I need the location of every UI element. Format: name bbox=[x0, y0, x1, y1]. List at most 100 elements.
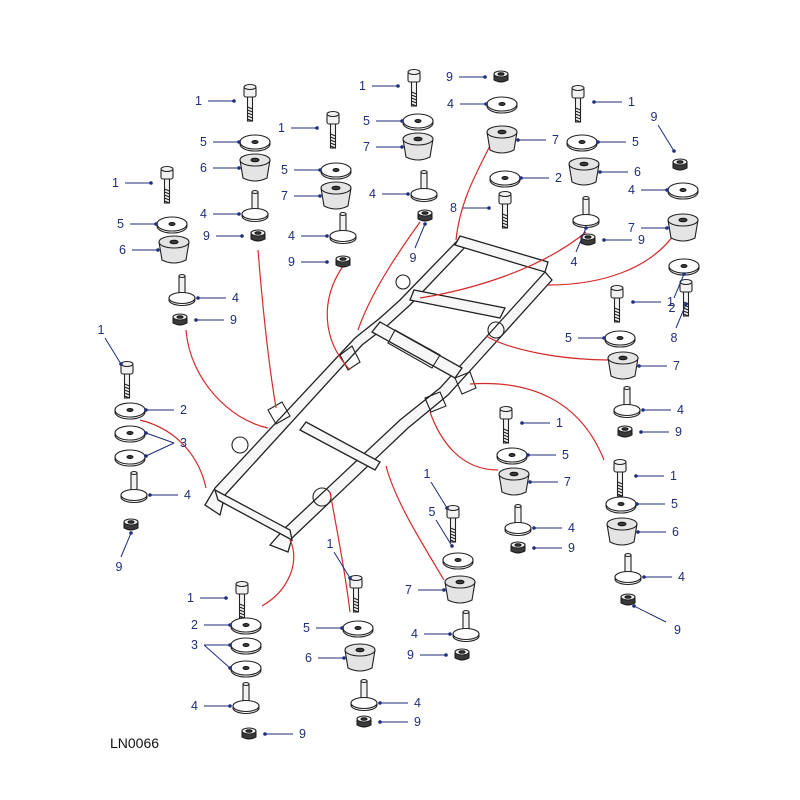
curve-3 bbox=[185, 329, 269, 429]
callout-number: 9 bbox=[675, 425, 682, 439]
callout-number: 9 bbox=[674, 623, 681, 637]
washer-part bbox=[486, 96, 518, 114]
callout-number: 9 bbox=[299, 727, 306, 741]
washer-part bbox=[230, 637, 262, 655]
callout-4: 4 bbox=[148, 488, 191, 502]
spacer-sleeve-part bbox=[504, 503, 532, 537]
callout-number: 1 bbox=[327, 537, 334, 551]
rubber-bush-part bbox=[498, 467, 530, 496]
parts-layer bbox=[114, 68, 700, 740]
callout-9: 9 bbox=[532, 541, 575, 555]
callout-7: 7 bbox=[405, 583, 446, 597]
nut-part bbox=[672, 158, 688, 171]
frame-crossmember-mid bbox=[371, 321, 463, 379]
frame-mount-front-left bbox=[395, 274, 411, 290]
callout-number: 4 bbox=[200, 207, 207, 221]
callout-7: 7 bbox=[528, 475, 571, 489]
callout-number: 7 bbox=[552, 133, 559, 147]
callout-2: 2 bbox=[191, 618, 232, 632]
nut-part bbox=[417, 209, 433, 222]
diagram-code: LN0066 bbox=[110, 735, 159, 751]
callout-number: 3 bbox=[180, 436, 187, 450]
rubber-bush-part bbox=[606, 517, 638, 546]
callout-5: 5 bbox=[117, 217, 158, 231]
curve-7 bbox=[547, 231, 677, 286]
callout-number: 4 bbox=[414, 696, 421, 710]
washer-part bbox=[239, 134, 271, 152]
callout-number: 8 bbox=[671, 331, 678, 345]
callout-number: 6 bbox=[119, 243, 126, 257]
callout-6: 6 bbox=[200, 161, 241, 175]
spacer-sleeve-part bbox=[120, 470, 148, 504]
curve-1 bbox=[257, 249, 277, 409]
callout-1: 1 bbox=[359, 79, 400, 93]
frame-outrigger-right bbox=[424, 391, 447, 413]
washer-part bbox=[566, 134, 598, 152]
callout-4: 4 bbox=[642, 570, 685, 584]
callout-number: 5 bbox=[562, 448, 569, 462]
nut-part bbox=[510, 541, 526, 554]
frame-crossmember-rear bbox=[213, 488, 293, 542]
spacer-sleeve-part bbox=[613, 385, 641, 419]
callout-number: 5 bbox=[303, 621, 310, 635]
callout-9: 9 bbox=[446, 70, 487, 84]
callout-5: 5 bbox=[565, 331, 606, 345]
callout-number: 9 bbox=[651, 110, 658, 124]
curve-14 bbox=[261, 539, 295, 607]
callout-number: 7 bbox=[564, 475, 571, 489]
callout-3: 3 bbox=[191, 638, 232, 670]
callout-7: 7 bbox=[363, 140, 404, 154]
callout-5: 5 bbox=[303, 621, 344, 635]
callout-number: 5 bbox=[281, 163, 288, 177]
callout-9: 9 bbox=[194, 313, 237, 327]
callout-number: 9 bbox=[116, 560, 123, 574]
callout-4: 4 bbox=[532, 521, 575, 535]
callout-4: 4 bbox=[628, 183, 669, 197]
callout-6: 6 bbox=[636, 525, 679, 539]
callout-7: 7 bbox=[637, 359, 680, 373]
callout-number: 5 bbox=[565, 331, 572, 345]
callout-1: 1 bbox=[112, 176, 153, 190]
callout-5: 5 bbox=[596, 135, 639, 149]
callout-5: 5 bbox=[281, 163, 322, 177]
callout-number: 4 bbox=[628, 183, 635, 197]
curve-12 bbox=[385, 465, 445, 581]
callout-9: 9 bbox=[407, 648, 448, 662]
callout-1: 1 bbox=[592, 95, 635, 109]
callout-number: 9 bbox=[568, 541, 575, 555]
callout-number: 1 bbox=[667, 295, 674, 309]
callout-number: 1 bbox=[98, 323, 105, 337]
spacer-sleeve-part bbox=[329, 211, 357, 245]
callout-number: 2 bbox=[555, 171, 562, 185]
callout-number: 4 bbox=[677, 403, 684, 417]
frame-outrigger-left bbox=[267, 401, 291, 425]
callout-number: 2 bbox=[191, 618, 198, 632]
washer-part bbox=[342, 620, 374, 638]
nut-part bbox=[335, 255, 351, 268]
rubber-bush-part bbox=[568, 157, 600, 186]
callout-4: 4 bbox=[369, 187, 410, 201]
rubber-bush-part bbox=[444, 575, 476, 604]
callout-number: 4 bbox=[411, 627, 418, 641]
callout-6: 6 bbox=[119, 243, 160, 257]
callout-4: 4 bbox=[200, 207, 241, 221]
callout-9: 9 bbox=[632, 604, 681, 637]
callout-number: 5 bbox=[200, 135, 207, 149]
callout-2: 2 bbox=[669, 272, 686, 315]
bolt-part bbox=[160, 165, 174, 204]
mount-locator-curves bbox=[139, 133, 677, 613]
callout-number: 7 bbox=[628, 221, 635, 235]
callout-number: 1 bbox=[628, 95, 635, 109]
callout-number: 2 bbox=[669, 301, 676, 315]
callout-1: 1 bbox=[634, 469, 677, 483]
callout-9: 9 bbox=[651, 110, 676, 153]
callout-number: 7 bbox=[363, 140, 370, 154]
callout-5: 5 bbox=[635, 497, 678, 511]
callout-4: 4 bbox=[196, 291, 239, 305]
callout-6: 6 bbox=[598, 165, 641, 179]
frame-crossmember-front-1 bbox=[409, 289, 506, 319]
curve-13 bbox=[329, 491, 351, 613]
callout-number: 1 bbox=[424, 467, 431, 481]
callout-5: 5 bbox=[429, 505, 454, 548]
